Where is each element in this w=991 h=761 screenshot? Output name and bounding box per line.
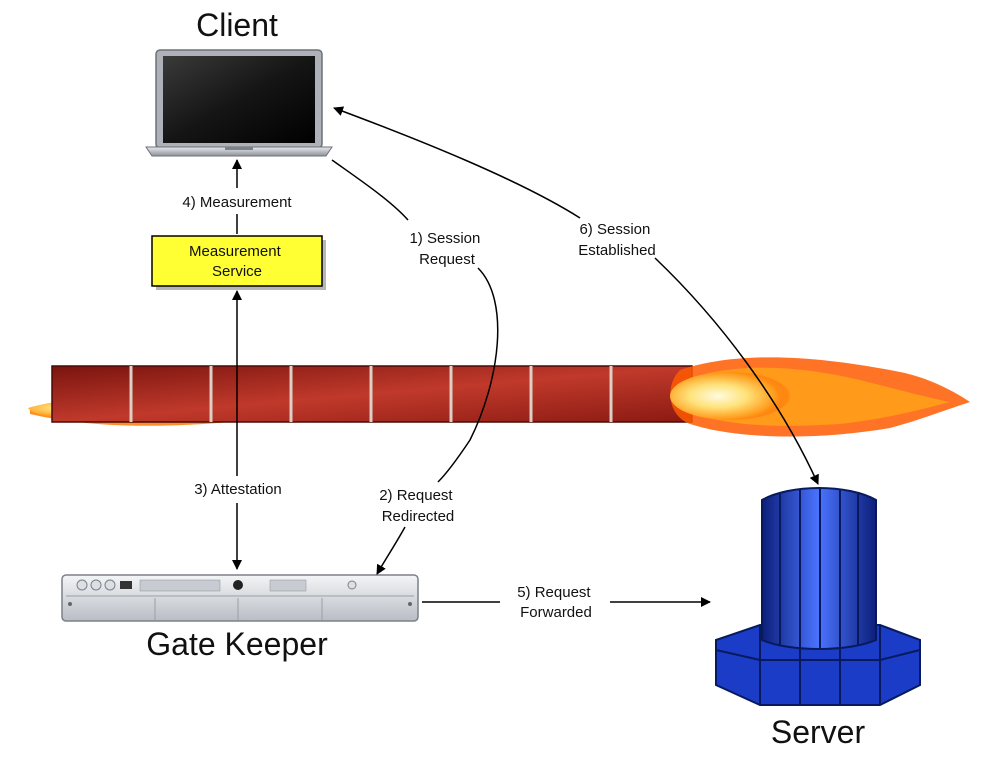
edge-label-request-redirected-line2: Redirected bbox=[382, 508, 455, 525]
edge-request-redirected bbox=[376, 526, 406, 575]
firewall bbox=[28, 357, 970, 437]
edge-label-session-request-line1: 1) Session bbox=[409, 230, 480, 247]
edge-label-attestation: 3) Attestation bbox=[194, 481, 282, 498]
edge-label-request-forwarded-line2: Forwarded bbox=[520, 604, 592, 621]
server-label: Server bbox=[771, 714, 866, 750]
edge-label-request-forwarded: 5) Request Forwarded bbox=[517, 584, 595, 621]
edge-session-request-continued bbox=[437, 267, 499, 483]
brick-wall bbox=[51, 365, 693, 423]
edge-session-established-upper bbox=[333, 106, 581, 219]
laptop-icon bbox=[145, 49, 333, 157]
edge-label-session-request: 1) Session Request bbox=[409, 230, 484, 268]
client-label: Client bbox=[196, 7, 278, 43]
edge-label-measurement: 4) Measurement bbox=[182, 194, 292, 211]
edge-session-request bbox=[331, 159, 409, 221]
edge-label-request-redirected: 2) Request Redirected bbox=[379, 487, 457, 525]
measurement-service-label-line1: Measurement bbox=[189, 243, 282, 260]
edge-label-session-established-line2: Established bbox=[578, 242, 656, 259]
gate-keeper-label: Gate Keeper bbox=[146, 626, 328, 662]
server-tower-icon bbox=[715, 487, 921, 706]
edge-label-request-redirected-line1: 2) Request bbox=[379, 487, 453, 504]
measurement-service-label: Measurement Service bbox=[189, 243, 285, 280]
rack-server-icon bbox=[61, 574, 419, 622]
measurement-service-box: Measurement Service bbox=[151, 235, 326, 290]
flame-right-icon bbox=[670, 357, 970, 437]
edge-label-session-established: 6) Session Established bbox=[578, 221, 656, 259]
edge-session-established-lower bbox=[654, 257, 819, 485]
edge-label-session-request-line2: Request bbox=[419, 251, 476, 268]
measurement-service-label-line2: Service bbox=[212, 263, 262, 280]
edge-label-request-forwarded-line1: 5) Request bbox=[517, 584, 591, 601]
edge-label-session-established-line1: 6) Session bbox=[579, 221, 650, 238]
